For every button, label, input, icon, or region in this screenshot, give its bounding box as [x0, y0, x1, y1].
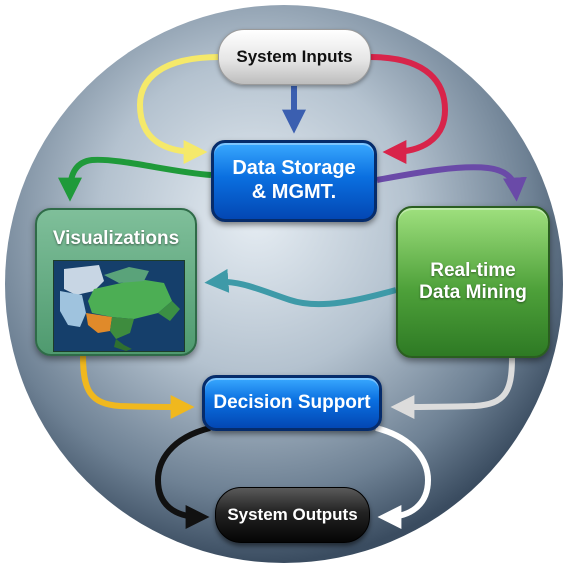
- arrow-mining-to-decision: [390, 357, 515, 419]
- arrow-visualizations-to-decision: [80, 355, 195, 419]
- arrow-decision-to-outputs-right: [375, 425, 432, 529]
- realtime-mining-label-line2: Data Mining: [419, 282, 527, 303]
- data-storage-label-line1: Data Storage: [232, 157, 356, 180]
- north-america-map-image: [53, 260, 185, 352]
- arrow-storage-to-mining: [376, 164, 527, 202]
- system-inputs-label: System Inputs: [236, 46, 353, 66]
- visualizations-node: Visualizations: [35, 208, 197, 356]
- realtime-data-mining-node: Real-time Data Mining: [396, 206, 550, 358]
- arrow-inputs-to-storage-left: [136, 54, 221, 164]
- arrow-decision-to-outputs-left: [154, 425, 211, 529]
- system-outputs-label: System Outputs: [227, 504, 358, 524]
- arrow-mining-to-visualizations: [204, 268, 397, 308]
- decision-support-label: Decision Support: [213, 391, 371, 413]
- system-inputs-node: System Inputs: [218, 29, 371, 85]
- data-storage-label-line2: & MGMT.: [251, 181, 337, 203]
- arrow-inputs-to-storage-right: [369, 54, 449, 164]
- system-outputs-node: System Outputs: [215, 487, 370, 543]
- arrow-storage-to-visualizations: [58, 156, 212, 202]
- data-storage-node: Data Storage & MGMT.: [211, 140, 377, 222]
- realtime-mining-label-line1: Real-time: [430, 259, 516, 281]
- visualizations-label: Visualizations: [52, 228, 180, 249]
- decision-support-node: Decision Support: [202, 375, 382, 431]
